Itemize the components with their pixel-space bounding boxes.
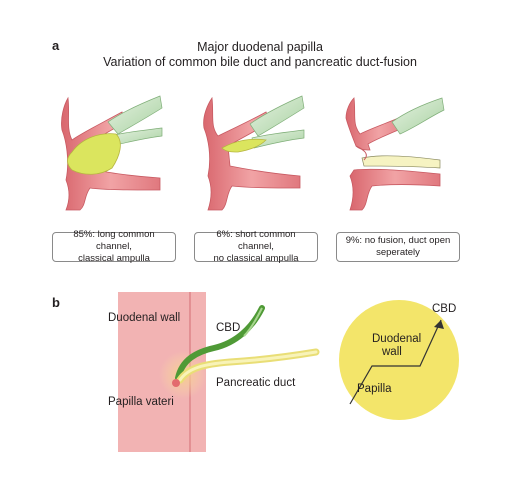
illustration-short-common-channel — [203, 95, 305, 211]
label-cbd: CBD — [216, 322, 241, 334]
papilla-dot — [172, 379, 180, 387]
cbd-green-3 — [391, 97, 445, 135]
arrow-head-icon — [434, 320, 444, 329]
cbd-green-1 — [107, 95, 163, 135]
pancreatic-duct-1 — [109, 127, 163, 147]
duodenal-tissue-1 — [61, 96, 161, 211]
panel-a-letter: a — [52, 38, 60, 53]
cbd-green-2 — [249, 95, 305, 137]
circle-label-duodenal: Duodenal — [372, 333, 422, 345]
separate-opening-3 — [355, 145, 367, 161]
pancreatic-duct-2 — [251, 129, 305, 149]
panel-a-subtitle: Variation of common bile duct and pancre… — [103, 55, 417, 69]
caption-1-line2: classical ampulla — [78, 253, 150, 264]
illustration-no-fusion — [345, 97, 445, 211]
label-papilla-vateri: Papilla vateri — [108, 396, 174, 408]
ampulla-1 — [67, 133, 121, 175]
duodenal-tissue-3b — [349, 168, 441, 211]
caption-short-common-channel: 6%: short common channel,no classical am… — [194, 229, 318, 264]
duodenal-tissue-2 — [203, 96, 301, 211]
illustration-long-common-channel — [61, 95, 163, 211]
duodenal-tissue-3a — [345, 97, 413, 151]
caption-long-common-channel: 85%: long common channel,classical ampul… — [52, 229, 176, 264]
caption-3-line2: seperately — [376, 247, 420, 258]
circle-label-papilla: Papilla — [357, 383, 392, 395]
label-duodenal-wall: Duodenal wall — [108, 312, 181, 324]
schematic-circle — [339, 300, 459, 420]
pancreatic-duct-3 — [361, 155, 441, 169]
panel-a-title: Major duodenal papilla — [197, 40, 323, 54]
caption-2-line2: no classical ampulla — [213, 253, 299, 264]
circle-label-wall: wall — [382, 346, 402, 358]
schematic-path — [349, 319, 442, 405]
caption-3-line1: 9%: no fusion, duct open — [345, 235, 451, 246]
panel-b-letter: b — [52, 295, 60, 310]
cbd-duct — [175, 305, 265, 381]
circle-label-cbd: CBD — [432, 303, 457, 315]
ampulla-2 — [221, 138, 267, 153]
caption-1-line1: 85%: long common channel, — [73, 229, 155, 252]
caption-2-line1: 6%: short common channel, — [216, 229, 296, 252]
pancreatic-duct-highlight — [178, 350, 318, 382]
label-pancreatic-duct: Pancreatic duct — [216, 377, 296, 389]
cbd-highlight — [243, 307, 263, 337]
